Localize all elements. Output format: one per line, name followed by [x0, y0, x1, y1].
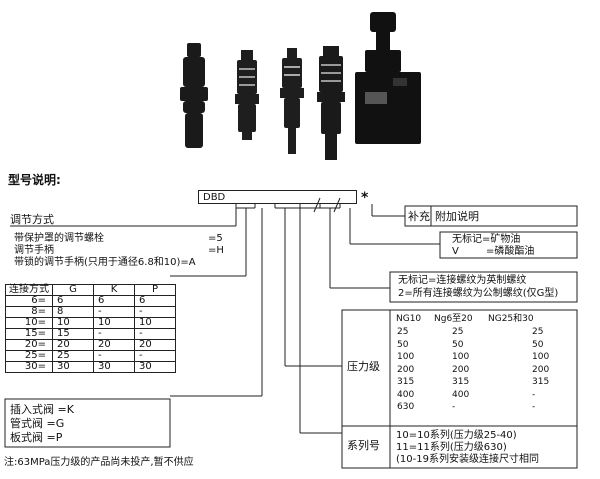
table-cell: - — [134, 328, 176, 340]
table-cell: 25= — [5, 350, 53, 362]
adjust-heading: 调节方式 — [10, 213, 54, 226]
pressure-cell: - — [452, 402, 456, 412]
product-photo — [165, 8, 435, 168]
table-row: 25= 25 - - — [5, 350, 176, 362]
asterisk: * — [361, 190, 369, 206]
pressure-cell: - — [532, 389, 536, 400]
table-row: 8= 8 - - — [5, 306, 176, 318]
table-cell: 20 — [52, 339, 94, 351]
model-code-box — [198, 190, 357, 204]
table-header-cell: G — [52, 284, 94, 296]
connection-table: 连接方式 G K P 6= 6 6 6 8= 8 - - 10= 10 10 1… — [5, 284, 176, 373]
table-cell: 20 — [93, 339, 135, 351]
table-cell: 10 — [52, 317, 94, 329]
valve-type-pipe: 管式阀 =G — [10, 417, 65, 430]
pressure-cell: 315 — [397, 377, 415, 387]
table-cell: 30= — [5, 361, 53, 373]
pressure-cell: - — [532, 402, 536, 412]
table-cell: 15 — [52, 328, 94, 340]
table-header-cell: K — [93, 284, 135, 296]
pressure-cell: 100 — [452, 352, 470, 362]
table-cell: 6 — [52, 295, 94, 307]
series-line-3: (10-19系列安装级连接尺寸相同 — [396, 454, 539, 465]
series-label: 系列号 — [347, 439, 380, 452]
table-header-cell: 连接方式 — [5, 284, 53, 296]
oil-line-2-code: V — [452, 246, 459, 257]
pressure-cell: 25 — [452, 327, 464, 337]
pressure-cell: 25 — [397, 327, 409, 337]
pressure-cell: 50 — [532, 339, 544, 350]
table-cell: 8 — [52, 306, 94, 318]
pressure-cell: 200 — [532, 364, 550, 375]
adjust-line-1: 带保护罩的调节螺栓 — [14, 233, 104, 244]
table-cell: 6 — [93, 295, 135, 307]
table-cell: 15= — [5, 328, 53, 340]
table-cell: - — [93, 328, 135, 340]
pressure-cell: 50 — [397, 339, 409, 350]
valve-type-insert: 插入式阀 =K — [10, 403, 74, 416]
table-row: 15= 15 - - — [5, 328, 176, 340]
valve-type-plate: 板式阀 =P — [10, 431, 63, 444]
table-cell: 10 — [134, 317, 176, 329]
pressure-cell: 630 — [397, 402, 415, 412]
pressure-cell: 315 — [452, 377, 470, 387]
table-cell: 30 — [52, 361, 94, 373]
oil-line-2-text: =磷酸酯油 — [486, 246, 535, 257]
pressure-label: 压力级 — [347, 360, 380, 373]
supplement-label: 补充 — [408, 210, 430, 223]
adjust-code-2: =H — [208, 245, 224, 256]
pressure-cell: 400 — [452, 389, 470, 400]
table-cell: 6 — [134, 295, 176, 307]
table-row: 6= 6 6 6 — [5, 295, 176, 307]
thread-line-2: 2=所有连接螺纹为公制螺纹(仅G型) — [398, 288, 559, 299]
oil-line-1: 无标记=矿物油 — [452, 234, 521, 245]
table-cell: 30 — [93, 361, 135, 373]
pressure-cell: 200 — [397, 364, 415, 375]
pressure-cell: 400 — [397, 389, 415, 400]
pressure-cell: 200 — [452, 364, 470, 375]
table-cell: 6= — [5, 295, 53, 307]
table-row: 20= 20 20 20 — [5, 339, 176, 351]
series-line-1: 10=10系列(压力级25-40) — [396, 430, 517, 441]
table-cell: - — [134, 306, 176, 318]
pressure-cell: 315 — [532, 377, 550, 387]
footnote: 注:63MPa压力级的产品尚未投产,暂不供应 — [4, 457, 194, 468]
table-cell: - — [93, 306, 135, 318]
supplement-value: 附加说明 — [435, 210, 479, 223]
table-row: 10= 10 10 10 — [5, 317, 176, 329]
series-line-2: 11=11系列(压力级630) — [396, 442, 507, 453]
model-code: DBD — [203, 192, 226, 203]
table-header-cell: P — [134, 284, 176, 296]
page-title: 型号说明: — [8, 173, 61, 187]
table-cell: 20 — [134, 339, 176, 351]
table-cell: - — [134, 350, 176, 362]
pressure-header-3: NG25和30 — [488, 314, 534, 324]
table-cell: 10= — [5, 317, 53, 329]
pressure-header-2: Ng6至20 — [434, 314, 473, 324]
pressure-cell: 100 — [397, 352, 415, 362]
table-row: 30= 30 30 30 — [5, 361, 176, 373]
table-cell: 25 — [52, 350, 94, 362]
table-cell: - — [93, 350, 135, 362]
pressure-header-1: NG10 — [396, 314, 422, 324]
pressure-cell: 100 — [532, 352, 550, 362]
adjust-line-2: 调节手柄 — [14, 245, 54, 256]
table-header-row: 连接方式 G K P — [5, 284, 176, 296]
pressure-cell: 50 — [452, 339, 464, 350]
pressure-cell: 25 — [532, 327, 544, 337]
thread-line-1: 无标记=连接螺纹为英制螺纹 — [398, 275, 527, 286]
adjust-line-3: 带锁的调节手柄(只用于通径6.8和10)=A — [14, 257, 196, 268]
table-cell: 30 — [134, 361, 176, 373]
table-cell: 20= — [5, 339, 53, 351]
table-cell: 10 — [93, 317, 135, 329]
table-cell: 8= — [5, 306, 53, 318]
adjust-code-1: =5 — [208, 233, 223, 244]
